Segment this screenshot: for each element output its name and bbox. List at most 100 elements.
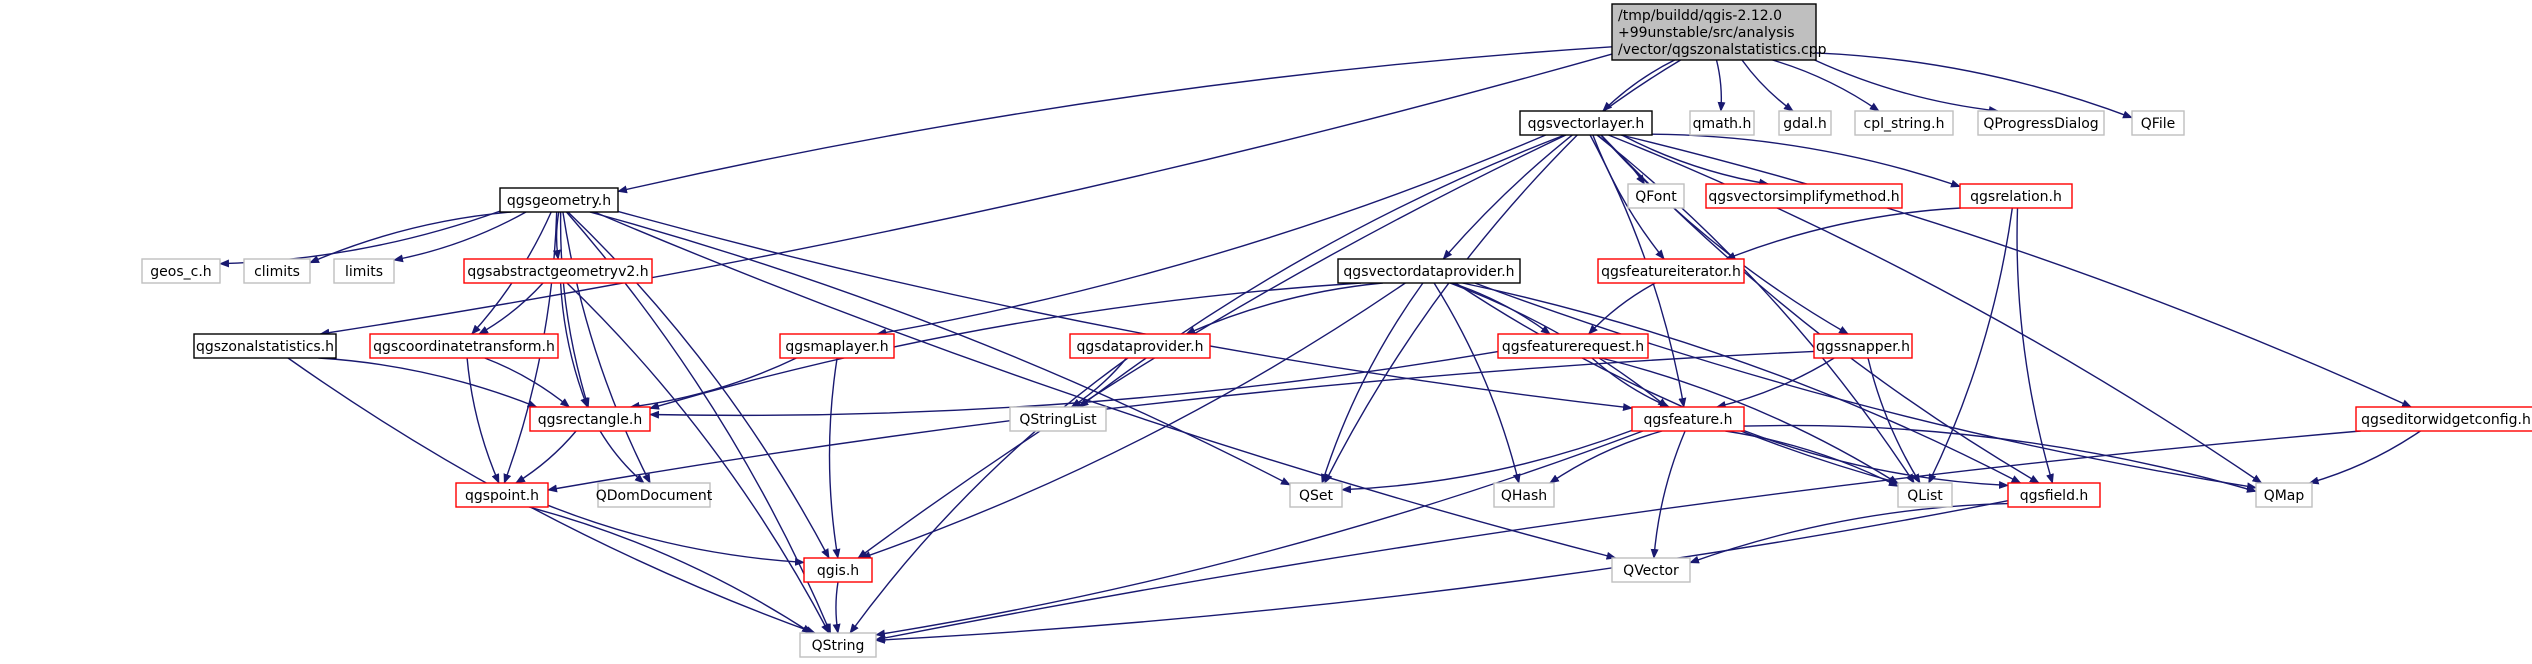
node-qgsvectorlayer[interactable]: qgsvectorlayer.h bbox=[1519, 110, 1653, 136]
node-qfont[interactable]: QFont bbox=[1627, 183, 1685, 209]
node-gdal[interactable]: gdal.h bbox=[1778, 110, 1832, 136]
edge-qgseditorwidgetconfig-to-qmap bbox=[2308, 430, 2421, 485]
node-cpl_string-label: cpl_string.h bbox=[1864, 116, 1945, 132]
node-qfile[interactable]: QFile bbox=[2131, 110, 2185, 136]
node-qstringlist-label: QStringList bbox=[1019, 412, 1097, 428]
edge-root-to-gdal bbox=[1741, 59, 1794, 112]
node-qgis-box bbox=[803, 557, 873, 583]
node-qgsvectordataprovider[interactable]: qgsvectordataprovider.h bbox=[1337, 258, 1521, 284]
edge-qgszonalstatistics-to-qgsrectangle bbox=[318, 357, 538, 408]
node-qvector[interactable]: QVector bbox=[1611, 557, 1691, 583]
node-qhash-label: QHash bbox=[1501, 488, 1547, 504]
node-qprogressdialog-label: QProgressDialog bbox=[1983, 116, 2098, 132]
node-qset-label: QSet bbox=[1299, 488, 1334, 504]
node-limits-label: limits bbox=[345, 264, 383, 280]
node-qgsmaplayer[interactable]: qgsmaplayer.h bbox=[779, 333, 895, 359]
edge-qgsgeometry-to-qgsrectangle bbox=[559, 211, 590, 408]
node-qgis[interactable]: qgis.h bbox=[803, 557, 873, 583]
node-qmap[interactable]: QMap bbox=[2255, 482, 2313, 508]
edge-qgsvectorlayer-to-qgseditorwidgetconfig bbox=[1620, 134, 2413, 408]
node-qgspoint[interactable]: qgspoint.h bbox=[455, 482, 549, 508]
edge-qgsabstractgeometryv2-to-qgsrectangle bbox=[559, 282, 589, 408]
node-qlist[interactable]: QList bbox=[1897, 482, 1953, 508]
node-qgsfeatureiterator-box bbox=[1597, 258, 1745, 284]
node-qhash-box bbox=[1493, 482, 1555, 508]
edge-root-to-qgsgeometry bbox=[617, 46, 1613, 194]
edge-qgsvectorlayer-to-qgis bbox=[857, 134, 1567, 559]
node-qgseditorwidgetconfig[interactable]: qgseditorwidgetconfig.h bbox=[2355, 406, 2532, 432]
node-qstring[interactable]: QString bbox=[799, 632, 877, 658]
node-qprogressdialog[interactable]: QProgressDialog bbox=[1977, 110, 2105, 136]
edge-root-to-qgszonalstatistics bbox=[319, 53, 1613, 337]
node-climits[interactable]: climits bbox=[243, 258, 311, 284]
node-qgsgeometry-label: qgsgeometry.h bbox=[507, 193, 611, 209]
edge-qgsabstractgeometryv2-to-qstring bbox=[566, 282, 830, 634]
node-qgsfeaturerequest[interactable]: qgsfeaturerequest.h bbox=[1497, 333, 1649, 359]
node-qgsfeature[interactable]: qgsfeature.h bbox=[1631, 406, 1745, 432]
node-root[interactable]: /tmp/buildd/qgis-2.12.0+99unstable/src/a… bbox=[1611, 3, 1827, 61]
node-qgsrectangle-box bbox=[529, 406, 651, 432]
node-qstringlist[interactable]: QStringList bbox=[1009, 406, 1107, 432]
node-qmath-label: qmath.h bbox=[1693, 116, 1752, 132]
edge-qgsmaplayer-to-qgsrectangle bbox=[629, 357, 797, 410]
node-qgszonalstatistics-box bbox=[193, 333, 337, 359]
node-root-label: /tmp/buildd/qgis-2.12.0 bbox=[1618, 8, 1782, 24]
node-qgsfeatureiterator-label: qgsfeatureiterator.h bbox=[1601, 264, 1741, 280]
edge-qgsvectordataprovider-to-qgsrectangle bbox=[649, 282, 1362, 410]
node-qfont-label: QFont bbox=[1635, 189, 1677, 205]
node-gdal-label: gdal.h bbox=[1783, 116, 1827, 132]
node-limits[interactable]: limits bbox=[333, 258, 395, 284]
node-qgscoordinatetransform[interactable]: qgscoordinatetransform.h bbox=[369, 333, 559, 359]
node-qgszonalstatistics[interactable]: qgszonalstatistics.h bbox=[193, 333, 337, 359]
node-qgssnapper-box bbox=[1813, 333, 1913, 359]
node-cpl_string-box bbox=[1854, 110, 1954, 136]
edge-qgsfield-to-qstring bbox=[875, 500, 2009, 644]
edge-qgsfeature-to-qset bbox=[1341, 429, 1633, 494]
node-qgszonalstatistics-label: qgszonalstatistics.h bbox=[196, 339, 334, 355]
node-qgsfeatureiterator[interactable]: qgsfeatureiterator.h bbox=[1597, 258, 1745, 284]
node-qdomdocument[interactable]: QDomDocument bbox=[596, 482, 713, 508]
node-qgsvectorsimplifymethod[interactable]: qgsvectorsimplifymethod.h bbox=[1705, 183, 1903, 209]
node-qgsrectangle[interactable]: qgsrectangle.h bbox=[529, 406, 651, 432]
edge-root-to-qgsvectordataprovider bbox=[1442, 59, 1681, 260]
node-qgsfeaturerequest-box bbox=[1497, 333, 1649, 359]
node-qmap-box bbox=[2255, 482, 2313, 508]
edge-qgsvectorlayer-to-qlist bbox=[1596, 134, 1915, 484]
edge-qgsvectordataprovider-to-qmap bbox=[1474, 282, 2257, 491]
edge-qgsfeaturerequest-to-qgsrectangle bbox=[649, 350, 1499, 419]
node-limits-box bbox=[333, 258, 395, 284]
node-qdomdocument-label: QDomDocument bbox=[596, 488, 713, 504]
node-qgsgeometry[interactable]: qgsgeometry.h bbox=[499, 187, 619, 213]
edge-qgsvectordataprovider-to-qgis bbox=[860, 282, 1406, 559]
node-qgsrelation-label: qgsrelation.h bbox=[1970, 189, 2062, 205]
edge-qgsrectangle-to-qdomdocument bbox=[599, 430, 645, 484]
edge-root-to-qgsvectorlayer bbox=[1602, 59, 1675, 112]
node-qgsdataprovider[interactable]: qgsdataprovider.h bbox=[1069, 333, 1211, 359]
node-qgssnapper[interactable]: qgssnapper.h bbox=[1813, 333, 1913, 359]
edge-qgsfield-to-qvector bbox=[1689, 502, 2009, 564]
edge-qgsgeometry-to-qgsabstractgeometryv2 bbox=[552, 211, 561, 260]
node-geos_c-box bbox=[141, 258, 221, 284]
node-cpl_string[interactable]: cpl_string.h bbox=[1854, 110, 1954, 136]
edge-qgsfeature-to-qlist bbox=[1725, 430, 1899, 487]
edge-qgsvectordataprovider-to-qhash bbox=[1433, 282, 1521, 484]
node-geos_c[interactable]: geos_c.h bbox=[141, 258, 221, 284]
node-qmath[interactable]: qmath.h bbox=[1689, 110, 1755, 136]
node-qvector-box bbox=[1611, 557, 1691, 583]
node-qfile-label: QFile bbox=[2141, 116, 2175, 132]
node-qset[interactable]: QSet bbox=[1289, 482, 1343, 508]
node-qgsrelation[interactable]: qgsrelation.h bbox=[1959, 183, 2073, 209]
edge-qgsfeature-to-qmap bbox=[1743, 424, 2257, 493]
edge-qgsvectorlayer-to-qgssnapper bbox=[1600, 134, 1849, 335]
node-qmap-label: QMap bbox=[2264, 488, 2305, 504]
node-qgsabstractgeometryv2[interactable]: qgsabstractgeometryv2.h bbox=[463, 258, 653, 284]
edge-qgsvectorlayer-to-qgsmaplayer bbox=[876, 134, 1546, 337]
node-qgsfield[interactable]: qgsfield.h bbox=[2007, 482, 2101, 508]
edge-qgsrelation-to-qlist bbox=[1928, 207, 2013, 484]
edge-qgsvectorlayer-to-qset bbox=[1324, 134, 1578, 484]
edge-qgsrelation-to-qgsfeatureiterator bbox=[1725, 207, 1961, 260]
node-qhash[interactable]: QHash bbox=[1493, 482, 1555, 508]
edge-qgsgeometry-to-qset bbox=[589, 211, 1291, 486]
node-qvector-label: QVector bbox=[1623, 563, 1679, 579]
edge-qgsvectorlayer-to-qgsvectorsimplifymethod bbox=[1621, 134, 1770, 187]
